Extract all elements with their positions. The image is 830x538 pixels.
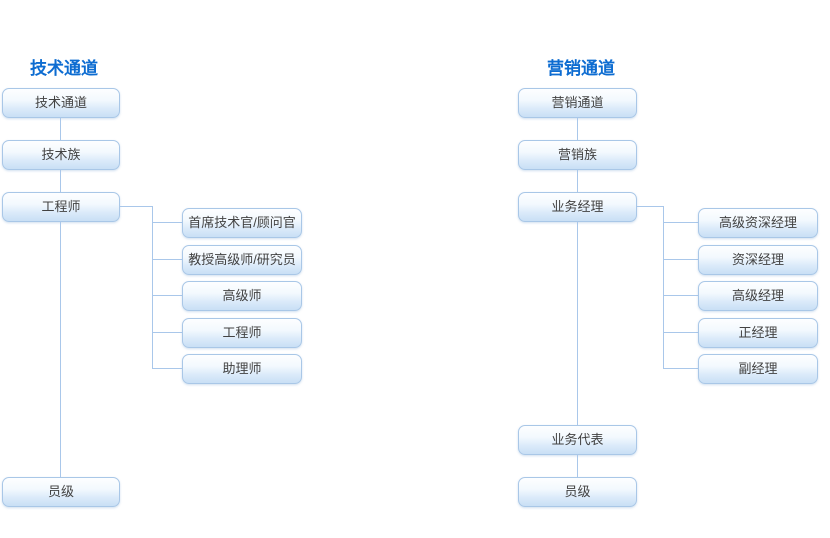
node-professor-senior-researcher[interactable]: 教授高级师/研究员 xyxy=(182,245,302,275)
node-engineer[interactable]: 工程师 xyxy=(2,192,120,222)
node-engineer-grade[interactable]: 工程师 xyxy=(182,318,302,348)
branch-stub xyxy=(153,332,182,333)
branch-stub xyxy=(664,259,698,260)
node-tech-family[interactable]: 技术族 xyxy=(2,140,120,170)
node-staff-level-marketing[interactable]: 员级 xyxy=(518,477,637,507)
branch-stub xyxy=(664,368,698,369)
node-marketing-channel[interactable]: 营销通道 xyxy=(518,88,637,118)
node-chief-technology-officer[interactable]: 首席技术官/顾问官 xyxy=(182,208,302,238)
branch-stub xyxy=(153,295,182,296)
node-veteran-manager[interactable]: 资深经理 xyxy=(698,245,818,275)
connector-vertical xyxy=(60,117,61,140)
connector-vertical xyxy=(577,221,578,425)
node-staff-level[interactable]: 员级 xyxy=(2,477,120,507)
connector-vertical xyxy=(577,169,578,192)
connector-vertical xyxy=(577,454,578,477)
connector-vertical xyxy=(577,117,578,140)
branch-connector-vertical xyxy=(663,206,664,369)
node-business-manager[interactable]: 业务经理 xyxy=(518,192,637,222)
node-manager[interactable]: 正经理 xyxy=(698,318,818,348)
node-senior-manager[interactable]: 高级经理 xyxy=(698,281,818,311)
branch-connector-horizontal xyxy=(637,206,663,207)
node-deputy-manager[interactable]: 副经理 xyxy=(698,354,818,384)
connector-vertical xyxy=(60,221,61,477)
node-assistant-engineer[interactable]: 助理师 xyxy=(182,354,302,384)
tech-channel-title: 技术通道 xyxy=(30,59,98,78)
node-business-representative[interactable]: 业务代表 xyxy=(518,425,637,455)
branch-connector-horizontal xyxy=(120,206,152,207)
branch-stub xyxy=(664,332,698,333)
node-senior-veteran-manager[interactable]: 高级资深经理 xyxy=(698,208,818,238)
branch-stub xyxy=(153,259,182,260)
node-senior-engineer[interactable]: 高级师 xyxy=(182,281,302,311)
branch-connector-vertical xyxy=(152,206,153,369)
branch-stub xyxy=(664,222,698,223)
branch-stub xyxy=(153,368,182,369)
marketing-channel-title: 营销通道 xyxy=(547,59,615,78)
branch-stub xyxy=(153,222,182,223)
connector-vertical xyxy=(60,169,61,192)
node-tech-channel[interactable]: 技术通道 xyxy=(2,88,120,118)
branch-stub xyxy=(664,295,698,296)
node-marketing-family[interactable]: 营销族 xyxy=(518,140,637,170)
